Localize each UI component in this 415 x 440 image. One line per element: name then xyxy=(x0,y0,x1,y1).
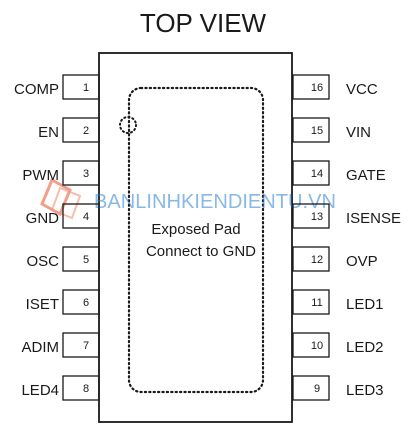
pin-number: 10 xyxy=(311,340,323,352)
left-pin-column: 1 COMP 2 EN 3 PWM 4 GND 5 OSC 6 ISET 7 ADIM 8 LED4 xyxy=(14,74,100,401)
pin-name: COMP xyxy=(14,81,59,98)
pin-box xyxy=(292,203,330,229)
pin-15: 15 VIN xyxy=(292,117,371,143)
pin-name: OSC xyxy=(26,253,59,270)
pin-box xyxy=(292,246,330,272)
pin-box xyxy=(62,160,100,186)
watermark: BANLINHKIENDIENTU.VN xyxy=(40,177,336,220)
pin-box xyxy=(292,289,330,315)
pin-number: 11 xyxy=(311,297,322,309)
pin-number: 13 xyxy=(311,211,323,223)
pin-8: 8 LED4 xyxy=(21,375,100,401)
pin-name: EN xyxy=(38,124,59,141)
pin-number: 12 xyxy=(311,254,323,266)
pin-name: ISENSE xyxy=(346,210,401,227)
pin-5: 5 OSC xyxy=(26,246,100,272)
pin-7: 7 ADIM xyxy=(22,332,100,358)
pin-box xyxy=(62,74,100,100)
pin-12: 12 OVP xyxy=(292,246,378,272)
ic-package-body xyxy=(98,52,293,423)
pin-number: 8 xyxy=(83,383,89,395)
pin-box xyxy=(292,375,330,401)
pin-2: 2 EN xyxy=(38,117,100,143)
pin-3: 3 PWM xyxy=(22,160,100,186)
exposed-pad-outline xyxy=(127,86,265,394)
pin-name: GND xyxy=(26,210,60,227)
pin-number: 1 xyxy=(83,82,89,94)
pin-box xyxy=(62,117,100,143)
pin-name: VIN xyxy=(346,124,371,141)
exposed-pad-connect-label: Connect to GND xyxy=(146,243,256,260)
pin-box xyxy=(292,332,330,358)
pin-box xyxy=(292,160,330,186)
pin-box xyxy=(62,289,100,315)
pin-9: 9 LED3 xyxy=(292,375,384,401)
pin-number: 15 xyxy=(311,125,323,137)
pin-name: OVP xyxy=(346,253,378,270)
pin-name: LED3 xyxy=(346,382,384,399)
pin-name: LED4 xyxy=(21,382,59,399)
pin-number: 14 xyxy=(311,168,323,180)
pin-box xyxy=(62,375,100,401)
watermark-logo-icon xyxy=(40,177,82,220)
pin-box xyxy=(62,332,100,358)
pin-number: 16 xyxy=(311,82,323,94)
pin-number: 4 xyxy=(83,211,89,223)
pin-10: 10 LED2 xyxy=(292,332,384,358)
pin-number: 9 xyxy=(314,383,320,395)
pin-name: VCC xyxy=(346,81,378,98)
pin-name: LED2 xyxy=(346,339,384,356)
pin-number: 3 xyxy=(83,168,89,180)
pin-13: 13 ISENSE xyxy=(292,203,401,229)
pin-11: 11 LED1 xyxy=(292,289,384,315)
pin-name: LED1 xyxy=(346,296,384,313)
pin-16: 16 VCC xyxy=(292,74,378,100)
pin-name: GATE xyxy=(346,167,386,184)
pin-number: 2 xyxy=(83,125,89,137)
pin-4: 4 GND xyxy=(26,203,100,229)
exposed-pad-label: Exposed Pad xyxy=(151,221,240,238)
pin-number: 5 xyxy=(83,254,89,266)
pin-1: 1 COMP xyxy=(14,74,100,100)
pin-box xyxy=(292,117,330,143)
pin-name: PWM xyxy=(22,167,59,184)
pin-14: 14 GATE xyxy=(292,160,386,186)
pin-name: ADIM xyxy=(22,339,60,356)
pin-6: 6 ISET xyxy=(26,289,100,315)
pin-box xyxy=(292,74,330,100)
pin1-marker xyxy=(119,116,137,134)
pin-box xyxy=(62,203,100,229)
pin-number: 6 xyxy=(83,297,89,309)
watermark-text: BANLINHKIENDIENTU.VN xyxy=(94,191,336,213)
pin-name: ISET xyxy=(26,296,59,313)
pin-number: 7 xyxy=(83,340,89,352)
pin-box xyxy=(62,246,100,272)
diagram-title: TOP VIEW xyxy=(140,8,267,38)
